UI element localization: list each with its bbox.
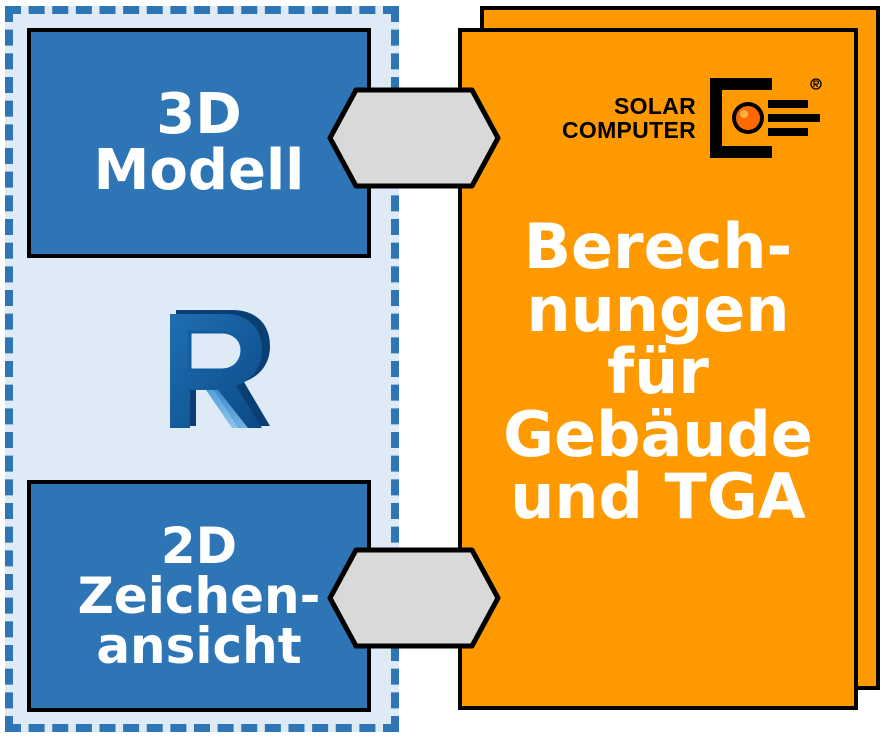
2d-drawing-label-line3: ansicht	[96, 617, 302, 675]
solar-computer-brand: SOLAR COMPUTER	[488, 78, 828, 158]
revit-r-logo-icon	[170, 310, 270, 428]
calculation-card: SOLAR COMPUTER Berech- nungen für Gebäud…	[458, 28, 858, 710]
description-line3: für	[607, 335, 709, 409]
2d-drawing-label-line1: 2D	[160, 517, 238, 575]
description-line4: Gebäude	[503, 397, 813, 471]
3d-model-box: 3D Modell	[27, 28, 371, 258]
description-line5: und TGA	[510, 460, 806, 534]
model-connector-hexagon	[327, 87, 501, 189]
brand-name-line1: SOLAR	[614, 92, 696, 119]
brand-name: SOLAR COMPUTER	[562, 94, 696, 142]
2d-drawing-view-box: 2D Zeichen- ansicht	[27, 480, 371, 712]
3d-model-label-line2: Modell	[93, 138, 305, 203]
brand-name-line2: COMPUTER	[561, 117, 696, 143]
solar-computer-logo-icon	[710, 78, 822, 158]
calculation-description: Berech- nungen für Gebäude und TGA	[462, 210, 854, 534]
2d-drawing-label-line2: Zeichen-	[77, 567, 321, 625]
drawing-connector-hexagon	[327, 547, 501, 649]
description-line2: nungen	[526, 272, 790, 346]
description-line1: Berech-	[523, 210, 793, 283]
3d-model-label-line1: 3D	[156, 82, 242, 147]
